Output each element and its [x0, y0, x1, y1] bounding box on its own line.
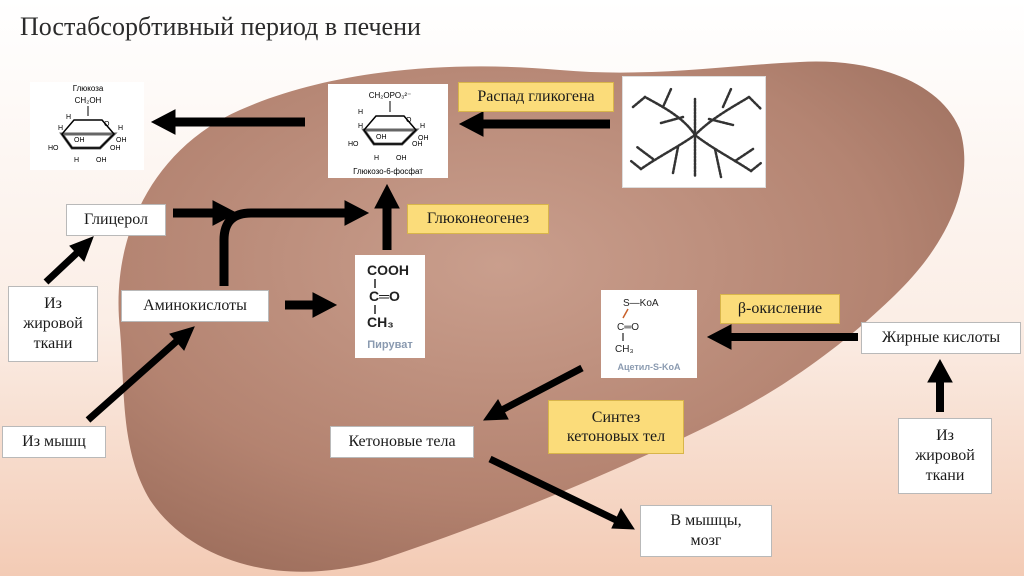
ketone-synthesis-line-0: Синтез [591, 408, 641, 426]
g6p-ring-icon: CH₂OPO₃²⁻ H O H H OH OH HO OH H OH Глюко… [348, 91, 429, 176]
arrow-head-acetyl-to-ketone-bodies [483, 399, 509, 421]
acetyl-line-2: CH₃ [615, 344, 634, 355]
arrow-head-g6p-to-glucose [150, 109, 176, 135]
glucose-atom-2: H [58, 125, 63, 132]
arrow-head-to-gluconeogenesis [344, 200, 370, 226]
glucose-structure: Глюкоза CH₂OH H O H H OH OH HO OH H OH [30, 82, 144, 170]
glycerol-node: Глицерол [66, 204, 166, 236]
liver-silhouette [118, 61, 965, 572]
arrow-head-glycerol [212, 200, 238, 226]
acetyl-line-0: S—KoA [623, 298, 659, 309]
acetyl-line-1: C═O [617, 322, 639, 333]
arrow-amino-acids-up [219, 208, 348, 286]
glucose-atom-1: O [104, 121, 110, 128]
glucose-atom-6: HO [48, 145, 59, 152]
from-adipose-right-line-2: ткани [925, 467, 965, 484]
g6p-atom-1: O [406, 117, 412, 124]
pyruvate-formula: COOH C═O CH₃ Пируват [367, 262, 413, 351]
arrow-head-pyruvate-to-g6p [374, 183, 400, 209]
from-adipose-left-line-1: жировой [23, 315, 83, 332]
pyruvate-line-0: COOH [367, 262, 409, 278]
from-adipose-left-node: Из жировой ткани [8, 286, 98, 362]
pyruvate-line-2: CH₃ [367, 314, 394, 330]
glucose-atom-9: OH [96, 157, 107, 164]
glucose-atom-4: OH [74, 137, 85, 144]
arrows [43, 109, 953, 530]
g6p-atom-8: H [374, 155, 379, 162]
arrow-acetyl-to-ketone-bodies [500, 364, 584, 414]
gluconeogenesis-label: Глюконеогенез [407, 204, 549, 234]
glucose-atom-5: OH [116, 137, 127, 144]
arrow-head-muscle-to-amino-acids [169, 326, 195, 351]
glycogen-branched-polymer-icon [629, 87, 763, 179]
g6p-atom-9: OH [396, 155, 407, 162]
from-adipose-right-line-0: Из [936, 427, 954, 444]
g6p-atom-3: H [420, 123, 425, 130]
arrow-ketone-bodies-to-muscle-brain [488, 455, 618, 524]
beta-oxidation-label: β-окисление [720, 294, 840, 324]
arrow-head-ketone-bodies-to-muscle-brain [611, 507, 635, 530]
from-adipose-right-node: Из жировой ткани [898, 418, 992, 494]
pyruvate-line-1: C═O [369, 288, 400, 304]
glucose-ring-icon: Глюкоза CH₂OH H O H H OH OH HO OH H OH [48, 84, 127, 164]
glycogen-breakdown-label: Распад гликогена [458, 82, 614, 112]
from-adipose-right-line-1: жировой [915, 447, 975, 464]
arrow-fat-to-glycerol [43, 249, 81, 285]
ketone-synthesis-line-1: кетоновых тел [566, 428, 666, 445]
page-title: Постабсорбтивный период в печени [20, 12, 421, 41]
glucose-6-phosphate-structure: CH₂OPO₃²⁻ H O H H OH OH HO OH H OH Глюко… [328, 84, 448, 178]
arrow-head-fat-to-glycerol [69, 236, 94, 262]
to-muscle-brain-line-0: В мышцы, [670, 512, 742, 529]
g6p-atom-7: OH [412, 141, 423, 148]
acetyl-coa-structure: S—KoA C═O CH₃ Ацетил-S-KoA [601, 290, 697, 378]
from-adipose-left-line-2: ткани [33, 335, 73, 352]
g6p-name: Глюкозо-6-фосфат [353, 167, 423, 176]
acetyl-name: Ацетил-S-KoA [617, 362, 681, 372]
pyruvate-name: Пируват [367, 339, 413, 351]
glucose-atom-3: H [118, 125, 123, 132]
arrow-head-amino-acids-to-pyruvate [312, 292, 338, 318]
glucose-atom-8: H [74, 157, 79, 164]
from-adipose-left-line-0: Из [44, 295, 62, 312]
glucose-atom-0: H [66, 114, 71, 121]
glucose-atom-7: OH [110, 145, 121, 152]
fatty-acids-node: Жирные кислоты [861, 322, 1021, 354]
g6p-atom-5: OH [418, 135, 429, 142]
from-muscle-node: Из мышц [2, 426, 106, 458]
arrow-head-fat-to-fatty-acids [927, 358, 953, 383]
g6p-atom-2: H [358, 123, 363, 130]
to-muscle-brain-line-1: мозг [690, 532, 722, 549]
glucose-name: Глюкоза [73, 84, 104, 93]
g6p-atom-6: HO [348, 141, 359, 148]
acetyl-coa-formula: S—KoA C═O CH₃ Ацетил-S-KoA [615, 298, 681, 372]
ketone-bodies-node: Кетоновые тела [330, 426, 474, 458]
to-muscle-brain-node: В мышцы, мозг [640, 505, 772, 557]
g6p-atom-4: OH [376, 134, 387, 141]
arrow-head-glycogen-to-g6p [458, 111, 484, 137]
g6p-ch2: CH₂OPO₃²⁻ [369, 91, 412, 100]
g6p-atom-0: H [358, 109, 363, 116]
amino-acids-node: Аминокислоты [121, 290, 269, 322]
arrow-muscle-to-amino-acids [85, 337, 181, 423]
glycogen-picture [622, 76, 766, 188]
ketone-synthesis-label: Синтез кетоновых тел [548, 400, 684, 454]
arrow-head-fatty-acids-to-acetyl [706, 324, 732, 350]
glucose-ch2oh: CH₂OH [75, 96, 102, 105]
pyruvate-structure: COOH C═O CH₃ Пируват [355, 255, 425, 358]
